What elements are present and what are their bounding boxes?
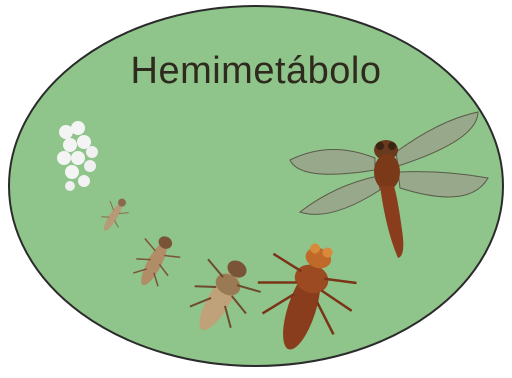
diagram-title: Hemimetábolo: [0, 50, 512, 93]
